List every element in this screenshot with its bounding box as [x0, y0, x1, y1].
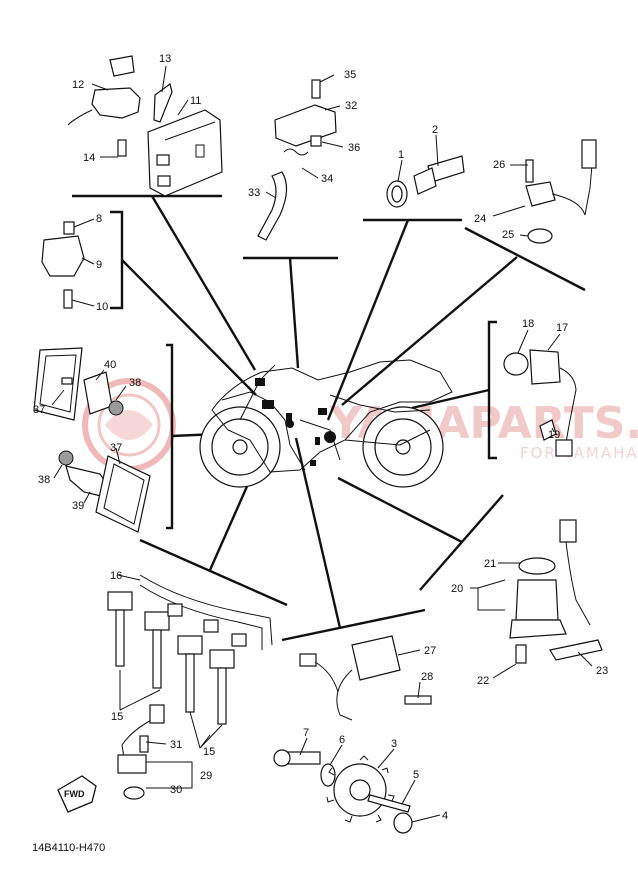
callout-38a: 38	[129, 377, 141, 389]
callout-13: 13	[159, 53, 171, 65]
callout-29: 29	[200, 770, 212, 782]
callout-39: 39	[72, 500, 84, 512]
speed-sensor-assembly	[117, 704, 165, 800]
callout-15a: 15	[111, 711, 123, 723]
callout-23: 23	[596, 665, 608, 677]
callout-22: 22	[477, 675, 489, 687]
fuel-sender-assembly	[509, 519, 603, 664]
callout-17: 17	[556, 322, 568, 334]
callout-25: 25	[502, 229, 514, 241]
ecu-unit	[147, 109, 223, 197]
callout-6: 6	[339, 734, 345, 746]
crank-sensor-assembly	[525, 139, 597, 244]
reflector-assembly	[33, 347, 151, 533]
diagram-code: 14B4110-H470	[32, 842, 105, 854]
callout-18: 18	[522, 318, 534, 330]
callout-4: 4	[442, 810, 448, 822]
callout-27: 27	[424, 645, 436, 657]
callout-35: 35	[344, 69, 356, 81]
callout-12: 12	[72, 79, 84, 91]
callout-14: 14	[83, 152, 95, 164]
callout-20: 20	[451, 583, 463, 595]
callout-15b: 15	[203, 746, 215, 758]
callout-40: 40	[104, 359, 116, 371]
callout-38b: 38	[38, 474, 50, 486]
motorcycle	[199, 359, 453, 488]
callout-33: 33	[248, 187, 260, 199]
callout-26: 26	[493, 159, 505, 171]
callout-5: 5	[413, 769, 419, 781]
temperature-sensor-assembly	[386, 155, 465, 208]
callout-34: 34	[321, 173, 333, 185]
callout-31: 31	[170, 739, 182, 751]
callout-2: 2	[432, 124, 438, 136]
neutral-switch-assembly	[41, 221, 85, 309]
intake-sensor-assembly	[257, 79, 337, 241]
callout-37b: 37	[110, 442, 122, 454]
callout-10: 10	[96, 301, 108, 313]
oil-pump-drive-assembly	[273, 749, 413, 834]
callout-30: 30	[170, 784, 182, 796]
oxygen-sensor-assembly	[503, 349, 577, 457]
fwd-label: FWD	[64, 789, 85, 799]
watermark-subtext: FOR YAMAHA	[520, 444, 638, 462]
callout-labels: 1 2 3 4 5 6 7 8 9 10 11 12 13 14 15 15 1…	[33, 53, 608, 822]
callout-8: 8	[96, 213, 102, 225]
callout-24: 24	[474, 213, 486, 225]
callout-37a: 37	[33, 404, 45, 416]
ignition-switch-assembly	[67, 55, 173, 157]
watermark: YAMAPARTS.P FOR YAMAHA	[82, 378, 638, 472]
callout-19: 19	[548, 429, 560, 441]
callout-28: 28	[421, 671, 433, 683]
ignition-coil-assembly	[107, 574, 273, 725]
callout-1: 1	[398, 149, 404, 161]
pickup-coil-assembly	[299, 635, 432, 721]
callout-9: 9	[96, 259, 102, 271]
callout-36: 36	[348, 142, 360, 154]
callout-11: 11	[190, 95, 201, 107]
callout-leaders	[51, 65, 593, 823]
callout-32: 32	[345, 100, 357, 112]
callout-16: 16	[110, 570, 122, 582]
callout-21: 21	[484, 558, 496, 570]
callout-7: 7	[303, 727, 309, 739]
forward-arrow-icon: FWD	[57, 775, 97, 813]
callout-3: 3	[391, 738, 397, 750]
